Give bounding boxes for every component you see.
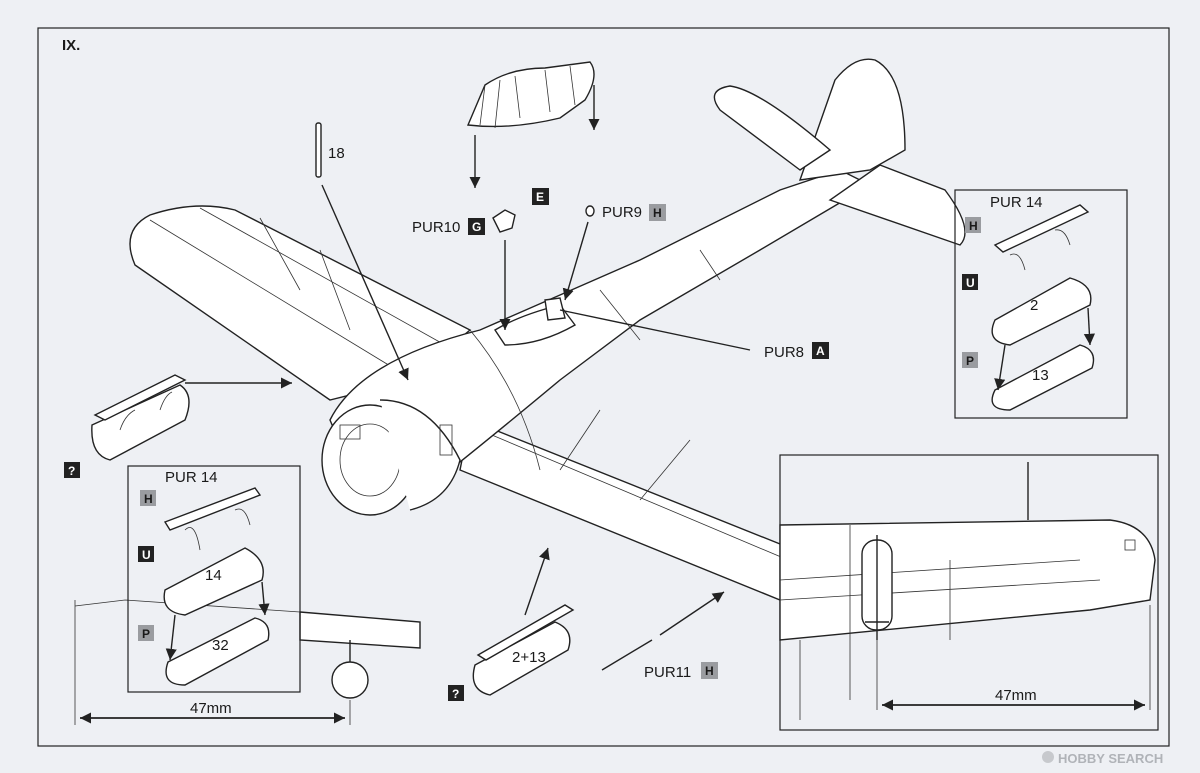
- pur10-code-badge: [468, 218, 485, 235]
- svg-text:H: H: [653, 206, 662, 220]
- watermark: HOBBY SEARCH: [1042, 751, 1163, 766]
- canopy-part: [466, 61, 600, 188]
- center-drop-tank: 2+13 ?: [448, 547, 575, 701]
- center-tank-label: 2+13: [512, 649, 546, 666]
- inset-right-part-a: 2: [1030, 297, 1038, 314]
- pur10-label: PUR10: [412, 219, 460, 236]
- watermark-text: HOBBY SEARCH: [1058, 751, 1163, 766]
- inset-left-part-b: 32: [212, 637, 229, 654]
- dimension-right: 47mm: [876, 605, 1151, 711]
- part-18-label: 18: [328, 145, 345, 162]
- wing-stub-left: [74, 599, 421, 699]
- step-frame: [37, 27, 1170, 747]
- inset-wing-underside: [779, 454, 1159, 731]
- inset-right-title: PUR 14: [990, 194, 1043, 211]
- inset-left-part-a: 14: [205, 567, 222, 584]
- pur11-code-badge: [701, 662, 718, 679]
- pur9-group: PUR9 H: [562, 204, 666, 301]
- inset-right: PUR 14 H U 2 P 13: [954, 189, 1128, 419]
- pur8-code-badge: [812, 342, 829, 359]
- inset-right-code-h: H: [969, 219, 978, 233]
- dimension-right-label: 47mm: [995, 687, 1037, 704]
- inset-right-part-b: 13: [1032, 367, 1049, 384]
- left-drop-tank: ?: [64, 374, 292, 478]
- step-number: IX.: [62, 37, 80, 54]
- inset-left-code-h: H: [144, 492, 153, 506]
- dimension-left-label: 47mm: [190, 700, 232, 717]
- pur11-label: PUR11: [644, 664, 691, 681]
- question-badge-center: [448, 685, 464, 701]
- pur10-group: PUR10 G E: [412, 188, 549, 330]
- svg-text:A: A: [816, 344, 825, 358]
- svg-text:?: ?: [452, 687, 459, 701]
- svg-text:?: ?: [68, 464, 75, 478]
- inset-left-code-u: U: [142, 548, 151, 562]
- part-e-badge: [532, 188, 549, 205]
- svg-text:G: G: [472, 220, 481, 234]
- pur8-group: PUR8 A: [559, 309, 829, 361]
- aircraft-drawing: [129, 58, 966, 601]
- pur8-label: PUR8: [764, 344, 804, 361]
- inset-right-code-u: U: [966, 276, 975, 290]
- pur11-group: PUR11 H: [601, 591, 725, 681]
- inset-left-title: PUR 14: [165, 469, 218, 486]
- svg-text:H: H: [705, 664, 714, 678]
- part-18-antenna: 18: [315, 122, 409, 381]
- question-badge-left: [64, 462, 80, 478]
- svg-text:E: E: [536, 190, 544, 204]
- inset-left: PUR 14 H U 14 P 32: [127, 465, 301, 693]
- inset-right-code-p: P: [966, 354, 974, 368]
- inset-left-code-p: P: [142, 627, 150, 641]
- pur9-label: PUR9: [602, 204, 642, 221]
- pur9-code-badge: [649, 204, 666, 221]
- dimension-left: 47mm: [74, 600, 351, 725]
